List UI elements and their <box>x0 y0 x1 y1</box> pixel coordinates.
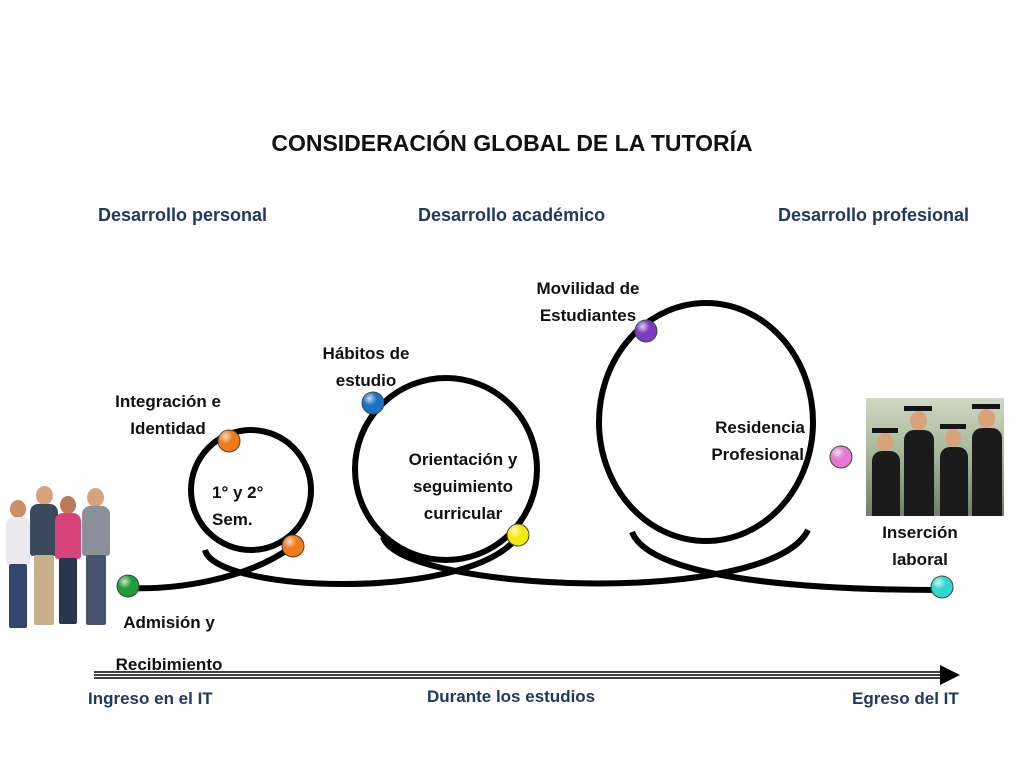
label-semesters-line1: 1° y 2° <box>212 483 264 502</box>
diagram-title: CONSIDERACIÓN GLOBAL DE LA TUTORÍA <box>271 130 753 156</box>
phase-personal: Desarrollo personal <box>98 205 268 225</box>
path-segment-loop1 <box>202 537 518 587</box>
dot-insertion <box>930 575 954 599</box>
label-integration: Integración e Identidad <box>98 388 238 442</box>
label-insertion: Inserción laboral <box>865 519 975 573</box>
label-habits-line2: estudio <box>335 371 397 390</box>
label-semesters-line2: Sem. <box>212 510 253 529</box>
label-orientation-line1: Orientación y <box>408 450 518 469</box>
timeline-arrowhead <box>940 665 960 685</box>
dot-orientation <box>506 523 530 547</box>
dot-mobility <box>634 319 658 343</box>
dot-habits <box>361 391 385 415</box>
label-residency: Residencia Profesional, <box>695 414 825 468</box>
stage-during: Durante los estudios <box>427 687 596 706</box>
label-orientation: Orientación y seguimiento curricular <box>393 446 533 527</box>
label-mobility: Movilidad de Estudiantes <box>518 275 658 329</box>
phase-academic: Desarrollo académico <box>418 205 606 225</box>
label-admission-line2: Recibimiento <box>115 655 223 674</box>
path-segment-end <box>629 530 943 593</box>
label-mobility-line1: Movilidad de <box>536 279 640 298</box>
dot-residency <box>829 445 853 469</box>
label-semesters: 1° y 2° Sem. <box>212 479 282 533</box>
students-photo <box>0 482 118 634</box>
label-residency-line2: Profesional, <box>711 445 809 464</box>
academic-loop <box>352 375 540 563</box>
label-orientation-line2: seguimiento <box>412 477 514 496</box>
graduates-photo <box>866 398 1004 516</box>
label-orientation-line3: curricular <box>423 504 503 523</box>
label-residency-line1: Residencia <box>715 418 805 437</box>
dot-semesters <box>281 534 305 558</box>
label-integration-line2: Identidad <box>130 419 206 438</box>
label-mobility-line2: Estudiantes <box>539 306 637 325</box>
stage-entry: Ingreso en el IT <box>88 689 213 708</box>
label-insertion-line1: Inserción <box>882 523 958 542</box>
label-admission: Admisión y Recibimiento <box>104 602 234 686</box>
dot-admission <box>116 574 140 598</box>
semesters-loop <box>188 427 314 553</box>
stage-exit: Egreso del IT <box>852 689 959 708</box>
label-admission-line1: Admisión y <box>123 613 215 632</box>
label-habits: Hábitos de estudio <box>306 340 426 394</box>
label-integration-line1: Integración e <box>115 392 221 411</box>
label-habits-line1: Hábitos de <box>322 344 410 363</box>
path-segment-loop2 <box>380 528 811 587</box>
dot-integration <box>217 429 241 453</box>
professional-loop <box>596 300 816 544</box>
label-insertion-line2: laboral <box>892 550 948 569</box>
phase-professional: Desarrollo profesional <box>778 205 970 225</box>
path-segment-start <box>127 545 292 592</box>
